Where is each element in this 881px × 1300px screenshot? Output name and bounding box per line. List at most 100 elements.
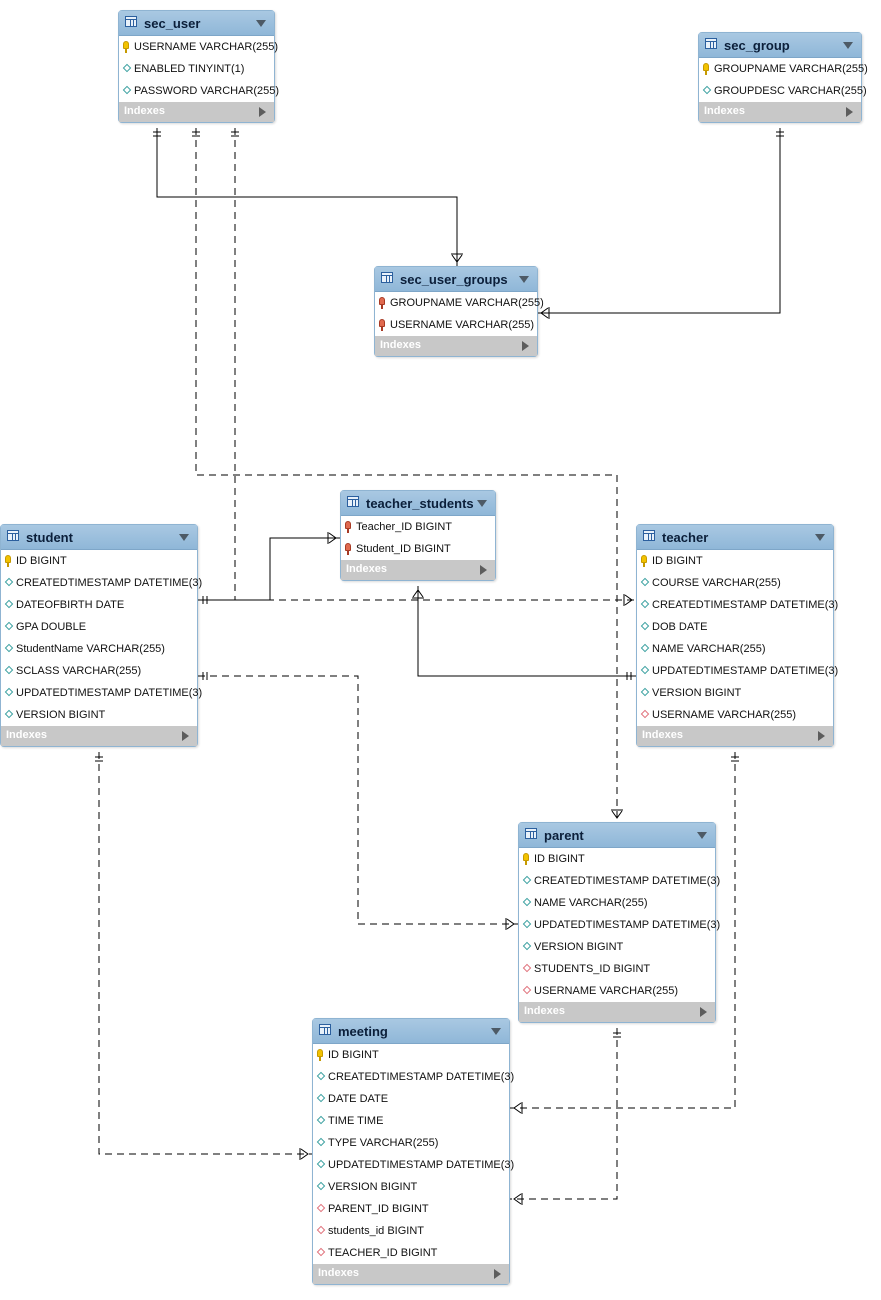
- column-row[interactable]: VERSION BIGINT: [637, 682, 833, 704]
- column-row[interactable]: GROUPDESC VARCHAR(255): [699, 80, 867, 102]
- indexes-section[interactable]: Indexes: [637, 726, 833, 746]
- column-row[interactable]: DATEOFBIRTH DATE: [1, 594, 197, 616]
- table-meeting[interactable]: meeting ID BIGINT CREATEDTIMESTAMP DATETI…: [312, 1018, 514, 1285]
- column-diamond-icon: [122, 85, 132, 95]
- chevron-down-icon[interactable]: [519, 276, 529, 283]
- indexes-section[interactable]: Indexes: [519, 1002, 715, 1022]
- expand-arrow-icon[interactable]: [480, 565, 487, 575]
- table-header[interactable]: teacher_students: [341, 491, 495, 516]
- expand-arrow-icon[interactable]: [494, 1269, 501, 1279]
- column-row[interactable]: ID BIGINT: [637, 550, 833, 572]
- indexes-section[interactable]: Indexes: [313, 1264, 509, 1284]
- rel-secgroup-secusergroups-many: [540, 307, 550, 319]
- table-header[interactable]: sec_user_groups: [375, 267, 537, 292]
- chevron-down-icon[interactable]: [843, 42, 853, 49]
- column-row[interactable]: CREATEDTIMESTAMP DATETIME(3): [1, 572, 202, 594]
- column-row[interactable]: STUDENTS_ID BIGINT: [519, 958, 715, 980]
- table-icon: [7, 530, 19, 541]
- expand-arrow-icon[interactable]: [182, 731, 189, 741]
- column-list: USERNAME VARCHAR(255)ENABLED TINYINT(1)P…: [119, 36, 279, 102]
- table-header[interactable]: meeting: [313, 1019, 509, 1044]
- column-row[interactable]: TYPE VARCHAR(255): [313, 1132, 509, 1154]
- column-row[interactable]: VERSION BIGINT: [519, 936, 715, 958]
- expand-arrow-icon[interactable]: [522, 341, 529, 351]
- indexes-section[interactable]: Indexes: [375, 336, 537, 356]
- column-row[interactable]: StudentName VARCHAR(255): [1, 638, 197, 660]
- column-row[interactable]: GROUPNAME VARCHAR(255): [699, 58, 868, 80]
- table-header[interactable]: parent: [519, 823, 715, 848]
- column-row[interactable]: PASSWORD VARCHAR(255): [119, 80, 279, 102]
- column-row[interactable]: NAME VARCHAR(255): [637, 638, 833, 660]
- table-header[interactable]: sec_group: [699, 33, 861, 58]
- column-row[interactable]: DOB DATE: [637, 616, 833, 638]
- table-sec-user-groups[interactable]: sec_user_groups GROUPNAME VARCHAR(255)US…: [374, 266, 544, 357]
- indexes-section[interactable]: Indexes: [341, 560, 495, 580]
- column-row[interactable]: GPA DOUBLE: [1, 616, 197, 638]
- expand-arrow-icon[interactable]: [846, 107, 853, 117]
- table-header[interactable]: student: [1, 525, 197, 550]
- indexes-section[interactable]: Indexes: [119, 102, 274, 122]
- indexes-section[interactable]: Indexes: [1, 726, 197, 746]
- table-sec-user[interactable]: sec_user USERNAME VARCHAR(255)ENABLED TI…: [118, 10, 279, 123]
- chevron-down-icon[interactable]: [477, 500, 487, 507]
- chevron-down-icon[interactable]: [179, 534, 189, 541]
- chevron-down-icon[interactable]: [697, 832, 707, 839]
- column-row[interactable]: VERSION BIGINT: [1, 704, 197, 726]
- column-row[interactable]: USERNAME VARCHAR(255): [519, 980, 715, 1002]
- column-row[interactable]: ID BIGINT: [519, 848, 715, 870]
- table-sec-group[interactable]: sec_group GROUPNAME VARCHAR(255)GROUPDES…: [698, 32, 868, 123]
- column-row[interactable]: UPDATEDTIMESTAMP DATETIME(3): [519, 914, 720, 936]
- column-row[interactable]: COURSE VARCHAR(255): [637, 572, 833, 594]
- indexes-label: Indexes: [704, 105, 745, 117]
- rel-secgroup-secusergroups-one: [776, 131, 784, 137]
- column-label: TEACHER_ID BIGINT: [328, 1247, 438, 1259]
- column-row[interactable]: CREATEDTIMESTAMP DATETIME(3): [637, 594, 838, 616]
- column-row[interactable]: students_id BIGINT: [313, 1220, 509, 1242]
- foreign-primary-key-icon: [345, 521, 351, 533]
- expand-arrow-icon[interactable]: [700, 1007, 707, 1017]
- column-diamond-icon: [316, 1093, 326, 1103]
- column-row[interactable]: Student_ID BIGINT: [341, 538, 495, 560]
- rel-teacher-teacherstudents-many: [412, 589, 424, 599]
- column-row[interactable]: TIME TIME: [313, 1110, 509, 1132]
- column-row[interactable]: VERSION BIGINT: [313, 1176, 509, 1198]
- chevron-down-icon[interactable]: [256, 20, 266, 27]
- expand-arrow-icon[interactable]: [818, 731, 825, 741]
- column-row[interactable]: UPDATEDTIMESTAMP DATETIME(3): [1, 682, 202, 704]
- column-row[interactable]: ID BIGINT: [313, 1044, 509, 1066]
- chevron-down-icon[interactable]: [491, 1028, 501, 1035]
- indexes-section[interactable]: Indexes: [699, 102, 861, 122]
- column-row[interactable]: PARENT_ID BIGINT: [313, 1198, 509, 1220]
- table-title: meeting: [338, 1024, 388, 1039]
- column-row[interactable]: NAME VARCHAR(255): [519, 892, 715, 914]
- rel-teacher-meeting: [510, 752, 736, 1109]
- table-header[interactable]: sec_user: [119, 11, 274, 36]
- rel-secuser-parent-many: [611, 809, 623, 819]
- column-diamond-icon: [4, 687, 14, 697]
- column-row[interactable]: UPDATEDTIMESTAMP DATETIME(3): [637, 660, 838, 682]
- column-label: TYPE VARCHAR(255): [328, 1137, 439, 1149]
- column-row[interactable]: USERNAME VARCHAR(255): [119, 36, 278, 58]
- column-row[interactable]: ID BIGINT: [1, 550, 197, 572]
- expand-arrow-icon[interactable]: [259, 107, 266, 117]
- column-row[interactable]: Teacher_ID BIGINT: [341, 516, 495, 538]
- column-row[interactable]: GROUPNAME VARCHAR(255): [375, 292, 544, 314]
- column-row[interactable]: CREATEDTIMESTAMP DATETIME(3): [313, 1066, 514, 1088]
- column-row[interactable]: USERNAME VARCHAR(255): [375, 314, 537, 336]
- table-header[interactable]: teacher: [637, 525, 833, 550]
- column-row[interactable]: SCLASS VARCHAR(255): [1, 660, 197, 682]
- column-row[interactable]: USERNAME VARCHAR(255): [637, 704, 833, 726]
- column-label: ID BIGINT: [328, 1049, 379, 1061]
- column-row[interactable]: ENABLED TINYINT(1): [119, 58, 274, 80]
- column-row[interactable]: UPDATEDTIMESTAMP DATETIME(3): [313, 1154, 514, 1176]
- chevron-down-icon[interactable]: [815, 534, 825, 541]
- column-row[interactable]: DATE DATE: [313, 1088, 509, 1110]
- column-row[interactable]: TEACHER_ID BIGINT: [313, 1242, 509, 1264]
- column-label: DOB DATE: [652, 621, 708, 633]
- column-row[interactable]: CREATEDTIMESTAMP DATETIME(3): [519, 870, 720, 892]
